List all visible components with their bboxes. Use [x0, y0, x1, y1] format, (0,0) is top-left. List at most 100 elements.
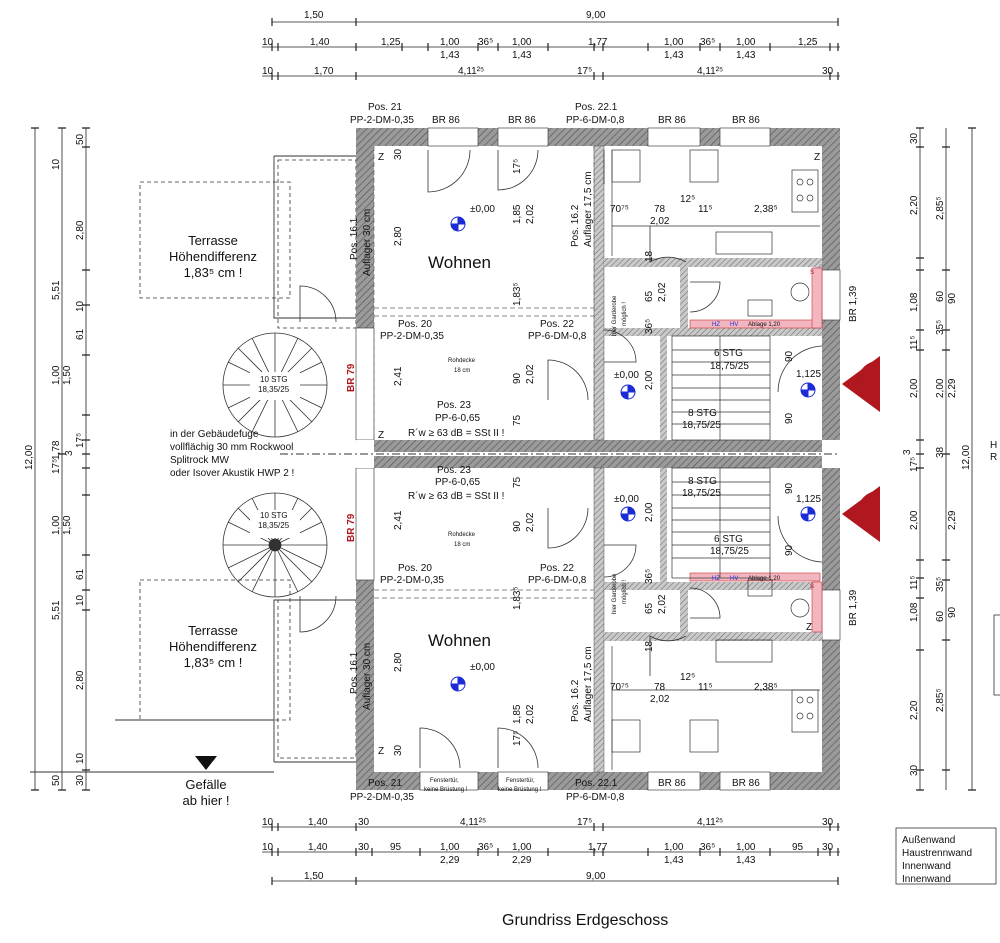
- interior_dims-42: 12⁵: [680, 672, 695, 683]
- legend-innenwand-1: Innenwand: [902, 861, 951, 872]
- garderobe-b-b: möglich !: [622, 580, 628, 604]
- interior_dims-26: 65: [644, 602, 655, 614]
- slope-arrow-icon: [195, 756, 217, 770]
- dim-left-mid-3: 5,51: [51, 600, 62, 620]
- dim-top2-7: 1,43: [512, 50, 532, 61]
- interior_dims-33: 2,02: [525, 512, 536, 532]
- dim-top2-11: 36⁵: [700, 37, 715, 48]
- interior_dims-3: 2,02: [525, 204, 536, 224]
- dim-right-a-11: 2,20: [909, 700, 920, 720]
- level-labels: ±0,00 ±0,00 ±0,00 ±0,00 1,125 1,125: [470, 204, 821, 673]
- dim-bot2-2: 30: [358, 842, 370, 853]
- dim-left-in-10: 10: [75, 594, 86, 606]
- dim-right-b-0: 2,85⁵: [935, 196, 946, 220]
- svg-text:Z: Z: [806, 622, 812, 633]
- dim-top3-5: 30: [822, 66, 834, 77]
- joint-note-2: vollflächig 30 mm Rockwool: [170, 442, 293, 453]
- dim-bot2-15: 95: [792, 842, 804, 853]
- joint-note-3: Splitrock MW: [170, 455, 229, 466]
- pos-221-top-b: PP-6-DM-0,8: [566, 115, 625, 126]
- dim-bot2-12: 36⁵: [700, 842, 715, 853]
- interior_dims-14: 11⁵: [698, 204, 713, 215]
- dim-left-mid-2: 1,50: [62, 515, 73, 535]
- interior_dims-15: 2,38⁵: [754, 204, 778, 215]
- dim-bot2-7: 1,00: [512, 842, 532, 853]
- interior_dims-27: 2,02: [657, 594, 668, 614]
- joint-note: in der Gebäudefuge vollflächig 30 mm Roc…: [170, 429, 294, 479]
- fenster-2: Fenstertür,: [506, 778, 535, 784]
- terrace-top: Terrasse: [188, 233, 238, 248]
- dim-left-mid-5: 17⁵: [51, 459, 62, 474]
- dim-left-in-5: 1,00: [51, 365, 62, 385]
- dim-right-a-1: 2,20: [909, 195, 920, 215]
- interior_dims-30: 2,41: [393, 510, 404, 530]
- wc-labels: HZ HV Ablage 1,20 S HZ HV Ablage 1,20 S: [712, 270, 814, 590]
- dim-right-a-6: 38: [935, 446, 946, 458]
- pos-21-top: Pos. 21: [368, 102, 402, 113]
- dim-bot1-1: 1,40: [308, 817, 328, 828]
- pos-20-a: Pos. 20: [398, 319, 432, 330]
- level-up-top: 1,125: [796, 369, 821, 380]
- dimension-lines: [34, 21, 973, 882]
- dim-right-outer: 12,00: [961, 445, 972, 470]
- interior_dims-41: 2,02: [650, 694, 670, 705]
- pos-221-bottom-b: PP-6-DM-0,8: [566, 792, 625, 803]
- pos-23-b-c: R´w ≥ 63 dB = SSt II !: [408, 490, 504, 502]
- dims-right: 30 2,20 1,08 11⁵ 2,00 3 38 17⁵ 2,00 11⁵ …: [902, 132, 997, 776]
- stair-6-top-b: 18,75/25: [710, 361, 749, 372]
- dim-top2-10: 1,43: [664, 50, 684, 61]
- room-labels: Wohnen Wohnen Rohdecke 18 cm Rohdecke 18…: [428, 253, 628, 650]
- terrace-labels: Terrasse Höhendifferenz 1,83⁵ cm ! Terra…: [169, 233, 257, 670]
- dimension-ticks: [31, 18, 976, 885]
- dim-left-in-0: 10: [51, 158, 62, 170]
- dim-left-in-13: 50: [51, 774, 62, 786]
- dim-left-in-3: 10: [75, 300, 86, 312]
- z-markers: Z Z Z Z Z: [378, 152, 820, 757]
- dim-right-b-3: 2,00: [935, 378, 946, 398]
- terrace-bottom-c: 1,83⁵ cm !: [184, 655, 243, 670]
- joint-note-4: oder Isover Akustik HWP 2 !: [170, 468, 294, 479]
- interior_dims-44: 2,38⁵: [754, 682, 778, 693]
- room-wohnen-top: Wohnen: [428, 253, 491, 272]
- svg-text:Z: Z: [378, 152, 384, 163]
- interior_dims-13: 12⁵: [680, 194, 695, 205]
- dim-bot2-10: 1,00: [664, 842, 684, 853]
- dim-left-in-4: 61: [75, 328, 86, 340]
- dim-bot2-9: 1,77: [588, 842, 608, 853]
- dim-top2-3: 1,00: [440, 37, 460, 48]
- dim-left-in-14: 30: [75, 774, 86, 786]
- pos-21-bottom: Pos. 21: [368, 778, 402, 789]
- spiral-labels: 10 STG 18,35/25 10 STG 18,35/25: [258, 375, 290, 530]
- right-edge-boxes: [993, 614, 1000, 696]
- terrace-top-b: Höhendifferenz: [169, 249, 257, 264]
- wc-blocks: [689, 267, 823, 633]
- dim-bot1-0: 10: [262, 817, 274, 828]
- interior_dims-0: 30: [393, 148, 404, 160]
- interior_dims-7: 90: [512, 372, 523, 384]
- wc_labels-5: HV: [730, 576, 738, 582]
- dim-right-a-12: 30: [909, 764, 920, 776]
- dim-right-a-10: 1,08: [909, 602, 920, 622]
- interior_dims-17: 65: [644, 290, 655, 302]
- svg-text:Z: Z: [378, 746, 384, 757]
- br86-2: BR 86: [508, 115, 536, 126]
- legend-haustrennwand: Haustrennwand: [902, 848, 972, 859]
- dim-right-a-4: 2,00: [909, 378, 920, 398]
- dim-top2-8: 1,77: [588, 37, 608, 48]
- fenster-2-b: keine Brüstung !: [498, 787, 542, 793]
- fenster-1-b: keine Brüstung !: [424, 787, 468, 793]
- dims-left: 12,00 5,51 1,50 1,50 5,51 3 17⁵ 10 50 2,…: [24, 133, 86, 786]
- interior_dims-31: 75: [512, 476, 523, 488]
- drawing-title: Grundriss Erdgeschoss: [502, 912, 668, 929]
- interior_dims-9: 75: [512, 414, 523, 426]
- legend-box: [895, 827, 997, 885]
- pos-23-a-b: PP-6-0,65: [435, 413, 480, 424]
- stair-labels: 6 STG 18,75/25 8 STG 18,75/25 8 STG 18,7…: [682, 348, 749, 557]
- garderobe-a: hier Garderobe: [612, 295, 618, 336]
- doors: [299, 149, 823, 769]
- dim-right-a-3: 11⁵: [909, 335, 920, 350]
- dim-right-b-6: 35⁵: [935, 577, 946, 592]
- pos-20-b: Pos. 20: [398, 563, 432, 574]
- stair-6-bottom: 6 STG: [714, 534, 743, 545]
